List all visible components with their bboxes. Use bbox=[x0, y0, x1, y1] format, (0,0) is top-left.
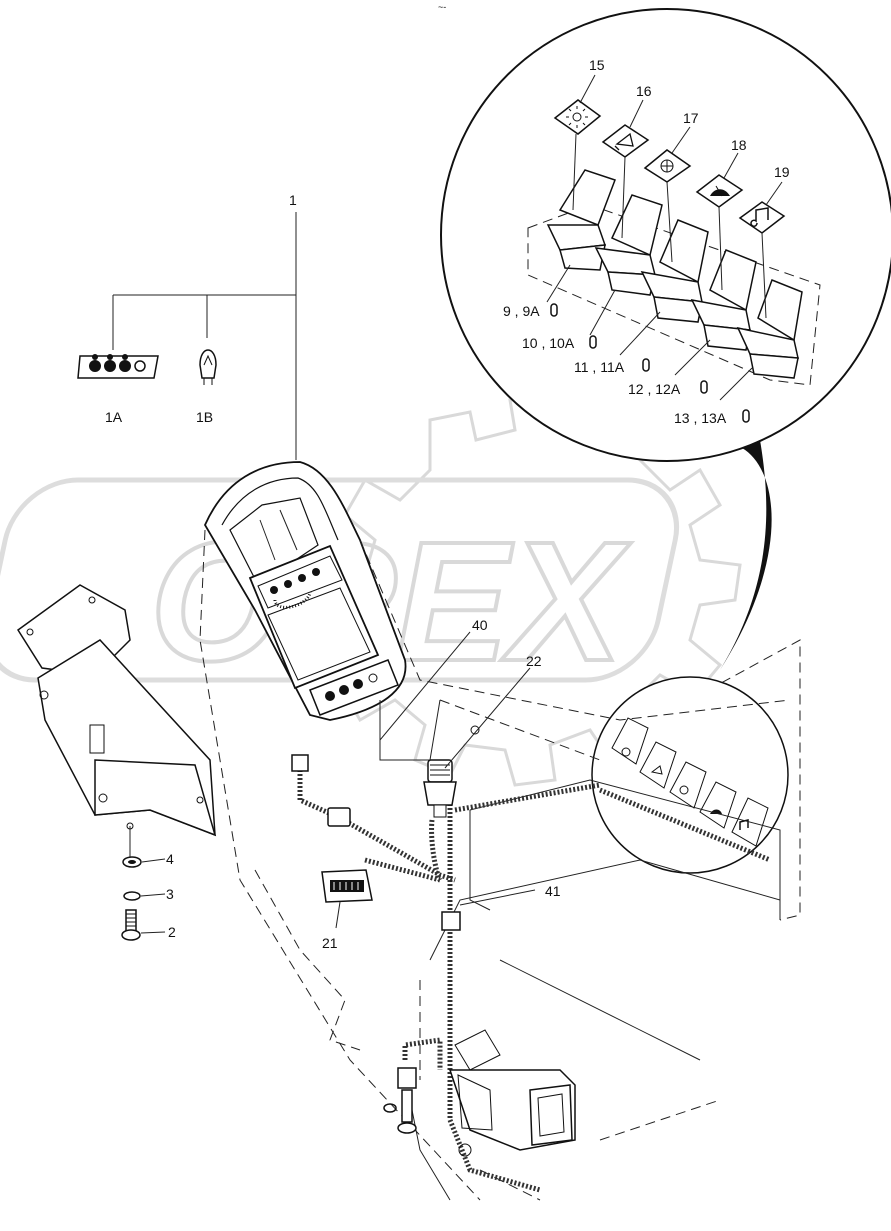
connector-41 bbox=[441, 911, 461, 931]
label-1: 1 bbox=[289, 192, 297, 208]
ground-bolt bbox=[383, 1089, 417, 1134]
detail-callout-arrow bbox=[720, 440, 772, 670]
small-bulb-icons bbox=[550, 303, 750, 423]
corner-mark: ~- bbox=[438, 2, 446, 12]
label-22: 22 bbox=[526, 653, 542, 669]
label-11-11A: 11 , 11A bbox=[574, 359, 625, 375]
wiper-icon bbox=[695, 174, 744, 208]
horn-icon bbox=[601, 124, 650, 158]
lamp-socket-block-1A bbox=[77, 354, 159, 379]
label-15: 15 bbox=[589, 57, 605, 73]
leader-22 bbox=[444, 667, 531, 769]
music-note-icon bbox=[738, 201, 786, 234]
label-13-13A: 13 , 13A bbox=[674, 410, 727, 426]
label-1B: 1B bbox=[196, 409, 213, 425]
label-1A: 1A bbox=[105, 409, 123, 425]
label-3: 3 bbox=[166, 886, 174, 902]
label-10-10A: 10 , 10A bbox=[522, 335, 575, 351]
screw-2 bbox=[121, 909, 166, 941]
bulb-icon bbox=[199, 349, 217, 385]
label-17: 17 bbox=[683, 110, 699, 126]
rocker-switch-11 bbox=[640, 219, 709, 323]
mounting-bracket bbox=[16, 584, 217, 858]
leader-41 bbox=[459, 889, 536, 906]
label-40: 40 bbox=[472, 617, 488, 633]
label-9-9A: 9 , 9A bbox=[503, 303, 540, 319]
rocker-switch-9 bbox=[546, 169, 616, 271]
module-21 bbox=[321, 869, 373, 929]
rocker-switch-13 bbox=[736, 279, 803, 379]
leader-lines-1 bbox=[112, 212, 297, 460]
fan-icon bbox=[643, 149, 692, 183]
pedal-box bbox=[448, 1029, 576, 1157]
ground-connector bbox=[397, 1067, 417, 1089]
connector-plug bbox=[327, 807, 351, 827]
label-4: 4 bbox=[166, 851, 174, 867]
connector-40-plug bbox=[291, 754, 309, 772]
sun-icon bbox=[553, 99, 602, 135]
label-12-12A: 12 , 12A bbox=[628, 381, 681, 397]
leader-40 bbox=[379, 631, 471, 741]
detail-circle-bottom bbox=[591, 639, 801, 921]
label-41: 41 bbox=[545, 883, 561, 899]
label-16: 16 bbox=[636, 83, 652, 99]
detail-circle-top bbox=[440, 8, 891, 462]
label-21: 21 bbox=[322, 935, 338, 951]
label-19: 19 bbox=[774, 164, 790, 180]
label-2: 2 bbox=[168, 924, 176, 940]
pressure-switch-22 bbox=[423, 725, 480, 818]
dashboard-console bbox=[203, 461, 407, 721]
label-18: 18 bbox=[731, 137, 747, 153]
washer-4 bbox=[122, 856, 166, 868]
lock-washer-3 bbox=[123, 891, 166, 901]
